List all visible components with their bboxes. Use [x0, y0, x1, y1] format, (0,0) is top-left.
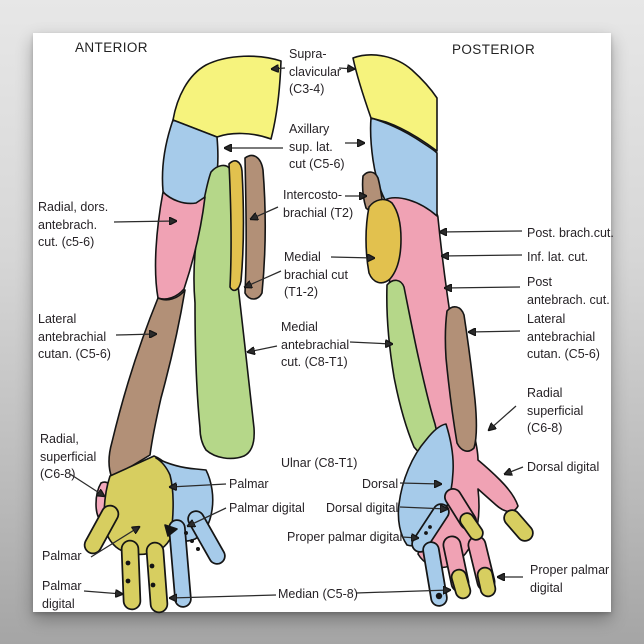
finger-ulnar-long: [170, 521, 190, 606]
label-intercostobrachial: Intercosto- brachial (T2): [283, 188, 354, 220]
region-radial-dorsal-antebrachial: [154, 191, 206, 300]
label-radial-superficial-left: Radial, superficial (C6-8): [40, 432, 97, 481]
label-palmar-center: Palmar: [229, 477, 269, 491]
arrow-lateral-antebrachial-left: [115, 334, 156, 335]
region-supraclavicular-anterior: [172, 55, 282, 140]
fingertip-proper-palmar-thumb: [505, 511, 532, 540]
arrow-dorsal-digital-center: [399, 507, 447, 509]
region-medial-brachial-posterior: [365, 198, 402, 284]
label-palmar-digital-center: Palmar digital: [229, 501, 305, 515]
arrow-radial-dors: [113, 221, 176, 222]
label-radial-superficial-right: Radial superficial (C6-8): [527, 386, 584, 435]
arrow-radial-superficial-right: [489, 405, 517, 430]
finger-palmar-2: [147, 543, 167, 612]
arrow-palmar-digital-left: [83, 591, 122, 594]
arrow-supraclavicular-left: [272, 68, 286, 69]
fingertip-proper-palmar-3: [461, 514, 482, 539]
arrow-medial-antebrachial-right: [349, 342, 392, 344]
label-ulnar: Ulnar (C8-T1): [281, 456, 358, 470]
label-proper-palmar-digital-right: Proper palmar digital: [530, 563, 610, 595]
arrow-radial-superficial-left: [69, 473, 104, 496]
arrow-medial-antebrachial-left: [248, 345, 278, 352]
label-dorsal-digital-right: Dorsal digital: [527, 460, 600, 474]
label-medial-antebrachial: Medial antebrachial cut. (C8-T1): [281, 320, 350, 369]
label-lateral-antebrachial-left: Lateral antebrachial cutan. (C5-6): [38, 312, 111, 361]
palmar-digital-dots: [125, 524, 200, 588]
label-supraclavicular: Supra- clavicular (C3-4): [289, 47, 342, 96]
anterior-arm: [83, 55, 282, 614]
arrow-median-left: [170, 595, 277, 598]
arrow-dorsal-center: [399, 483, 441, 484]
region-intercostobrachial-anterior: [244, 154, 266, 300]
anterior-title: ANTERIOR: [75, 40, 148, 55]
label-arrows: [69, 68, 524, 598]
label-medial-brachial: Medial brachial cut (T1-2): [284, 250, 348, 299]
label-dorsal-digital-center: Dorsal digital: [326, 501, 399, 515]
arrow-proper-palmar-digital-center: [401, 537, 418, 538]
fingertip-proper-palmar-2: [478, 568, 495, 596]
arrow-medial-brachial-right: [330, 257, 374, 258]
arrow-median-right: [355, 590, 450, 593]
thumb-palmar: [85, 506, 118, 553]
arrow-palmar-left: [90, 527, 139, 558]
label-dorsal-center: Dorsal: [362, 477, 399, 491]
finger-palmar-1: [122, 541, 140, 609]
region-axillary-posterior: [369, 117, 438, 217]
arrow-post-brach: [440, 231, 523, 232]
label-median: Median (C5-8): [278, 587, 358, 601]
label-inf-lat-cut: Inf. lat. cut.: [527, 250, 589, 264]
region-lateral-antebrachial-posterior: [444, 306, 478, 452]
label-radial-dors-antebrach: Radial, dors. antebrach. cut. (c5-6): [38, 200, 109, 249]
region-medial-brachial-anterior: [228, 160, 245, 292]
fingertip-proper-palmar-1: [452, 570, 470, 598]
arrow-palmar-center: [170, 484, 227, 487]
arrow-intercostobrachial-left: [251, 206, 279, 219]
arrow-dorsal-digital-right: [505, 466, 524, 474]
arrow-lateral-antebrachial-right: [469, 331, 521, 332]
label-palmar-left: Palmar: [42, 549, 82, 563]
arrow-inf-lat: [442, 255, 523, 256]
dorsal-digital-dots: [424, 525, 443, 600]
label-post-antebrach-cut: Post antebrach. cut.: [527, 275, 610, 307]
arrow-supraclavicular-right: [338, 68, 354, 69]
label-palmar-digital-left: Palmar digital: [42, 579, 82, 611]
arrow-post-antebrach: [445, 287, 521, 288]
label-proper-palmar-digital-center: Proper palmar digital: [287, 530, 403, 544]
region-lateral-antebrachial-anterior: [108, 289, 186, 479]
finger-ulnar-ring: [189, 512, 224, 563]
label-post-brach-cut: Post. brach.cut.: [527, 226, 614, 240]
label-axillary: Axillary sup. lat. cut (C5-6): [289, 122, 345, 171]
region-supraclavicular-posterior: [352, 54, 438, 152]
label-lateral-antebrachial-right: Lateral antebrachial cutan. (C5-6): [527, 312, 600, 361]
arrow-medial-brachial-left: [245, 270, 282, 287]
posterior-arm: [352, 54, 534, 607]
posterior-title: POSTERIOR: [452, 42, 536, 57]
arrow-palmar-digital-center: [188, 507, 227, 526]
